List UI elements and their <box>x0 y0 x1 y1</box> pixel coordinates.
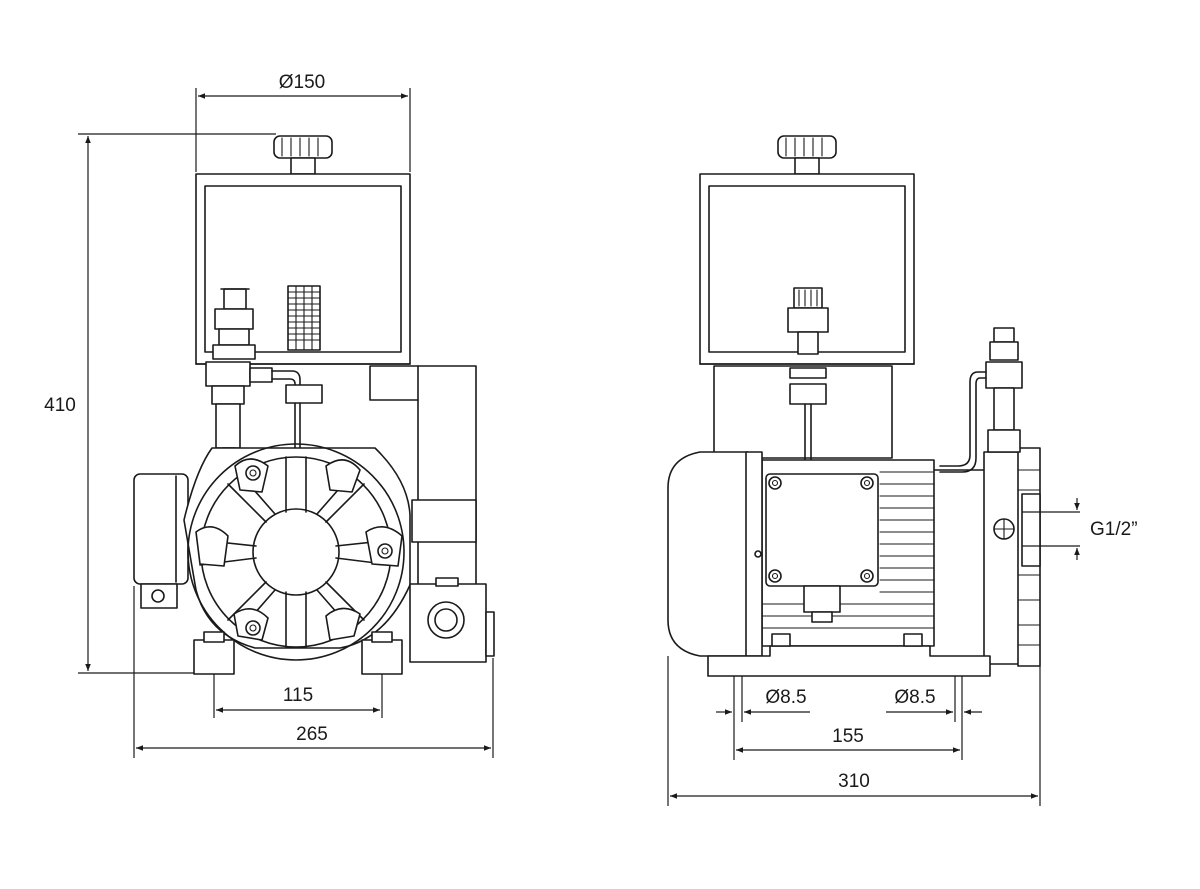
front-view <box>133 135 495 675</box>
dim-side-overall-length: 310 <box>838 771 870 792</box>
dim-hole-diameter-right: Ø8.5 <box>894 687 935 708</box>
motor-end-cap <box>667 451 763 657</box>
side-column <box>369 365 477 586</box>
mounting-feet <box>193 631 403 675</box>
dim-diameter-reservoir: Ø150 <box>279 72 325 93</box>
dim-side-bolt-spacing: 155 <box>832 726 864 747</box>
dim-port-thread: G1/2” <box>1090 519 1138 540</box>
terminal-box <box>133 473 189 609</box>
front-dimensions <box>78 88 494 758</box>
outlet-port-block <box>409 577 495 663</box>
dim-front-bolt-spacing: 115 <box>283 685 313 706</box>
dim-overall-height: 410 <box>44 395 76 416</box>
dim-hole-diameter-left: Ø8.5 <box>765 687 806 708</box>
reservoir-cap-knob <box>777 135 837 175</box>
base-plate <box>707 633 991 677</box>
dim-front-overall-width: 265 <box>296 724 328 745</box>
side-view <box>667 135 1041 677</box>
reservoir-cap-knob <box>273 135 333 175</box>
side-dimensions <box>667 498 1080 806</box>
pressure-valve <box>205 288 256 461</box>
reservoir-support <box>713 365 893 461</box>
motor-body <box>761 459 935 647</box>
internal-valve <box>787 287 829 355</box>
pump-body <box>183 443 411 661</box>
suction-filter <box>287 285 321 351</box>
pump-head <box>924 447 1041 667</box>
connecting-pipe <box>249 367 323 461</box>
pressure-valve <box>939 327 1023 473</box>
